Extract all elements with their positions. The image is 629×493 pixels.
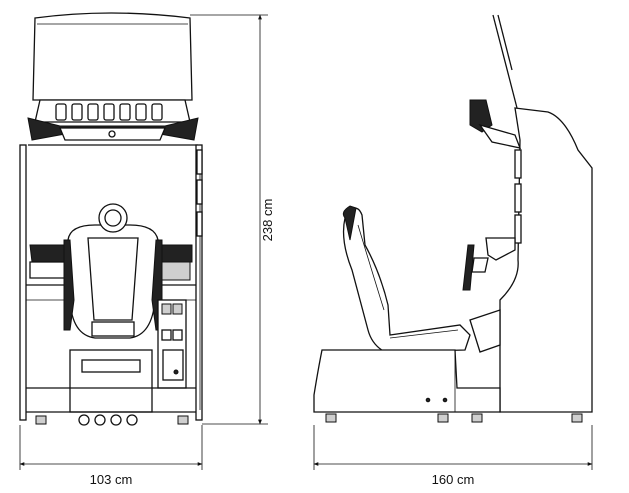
height-label: 238 cm bbox=[260, 199, 275, 242]
width-label: 103 cm bbox=[90, 472, 133, 487]
side-feet bbox=[325, 413, 583, 423]
front-view bbox=[19, 12, 203, 426]
width-dimension bbox=[19, 425, 203, 470]
front-casters bbox=[35, 414, 189, 426]
depth-label: 160 cm bbox=[432, 472, 475, 487]
height-dimension bbox=[190, 14, 268, 425]
depth-dimension bbox=[313, 425, 593, 470]
header-slots bbox=[55, 103, 163, 121]
side-view bbox=[313, 14, 593, 423]
